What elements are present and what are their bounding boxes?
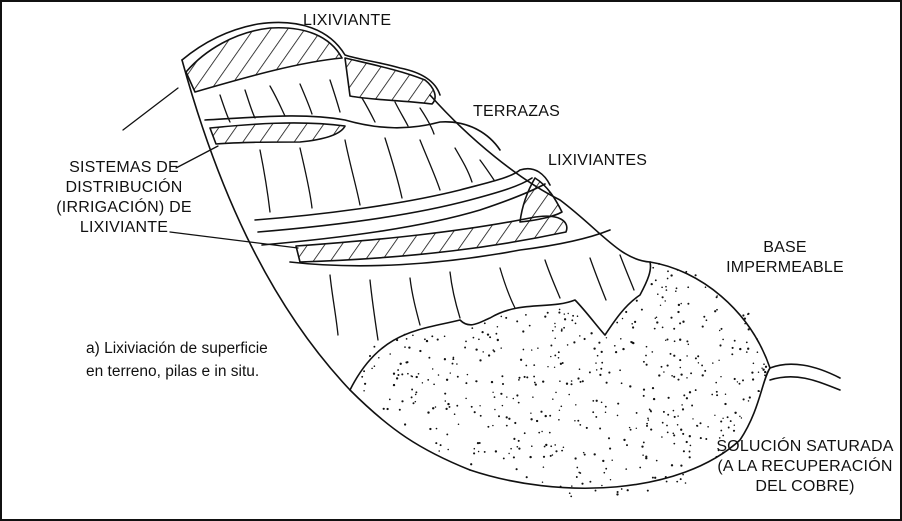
hatched-right-band — [520, 178, 562, 222]
label-saturated-solution: SOLUCIÓN SATURADA (A LA RECUPERACIÓN DEL… — [715, 437, 895, 497]
label-solution-line-2: (A LA RECUPERACIÓN — [715, 457, 895, 477]
outflow-channel — [770, 377, 840, 390]
label-impermeable-base: BASE IMPERMEABLE — [720, 238, 850, 278]
label-base-line-1: BASE — [720, 238, 850, 258]
terrace-band-outer — [255, 169, 550, 220]
terrace-band-inner — [258, 178, 532, 232]
label-lixiviants: LIXIVIANTES — [548, 151, 647, 171]
label-base-line-2: IMPERMEABLE — [720, 258, 850, 278]
label-top-lixiviant: LIXIVIANTE — [303, 11, 391, 31]
label-terraces: TERRAZAS — [473, 102, 560, 122]
figure-caption: a) Lixiviación de superficie en terreno,… — [86, 337, 268, 383]
hatched-lower-band — [296, 216, 567, 262]
label-solution-line-1: SOLUCIÓN SATURADA — [715, 437, 895, 457]
label-distribution-line-2: DISTRIBUCIÓN — [54, 178, 194, 198]
label-distribution-line-4: LIXIVIANTE — [54, 218, 194, 238]
label-distribution-line-1: SISTEMAS DE — [54, 158, 194, 178]
label-distribution-systems: SISTEMAS DE DISTRIBUCIÓN (IRRIGACIÓN) DE… — [54, 158, 194, 238]
label-solution-line-3: DEL COBRE) — [715, 477, 895, 497]
label-distribution-line-3: (IRRIGACIÓN) DE — [54, 198, 194, 218]
hatched-top-cap — [186, 28, 342, 92]
caption-line-2: en terreno, pilas e in situ. — [86, 360, 268, 383]
ore-solution-boundary — [350, 262, 651, 390]
hatched-mid-band — [210, 123, 345, 144]
caption-line-1: a) Lixiviación de superficie — [86, 337, 268, 360]
leader-line-1 — [123, 88, 178, 130]
